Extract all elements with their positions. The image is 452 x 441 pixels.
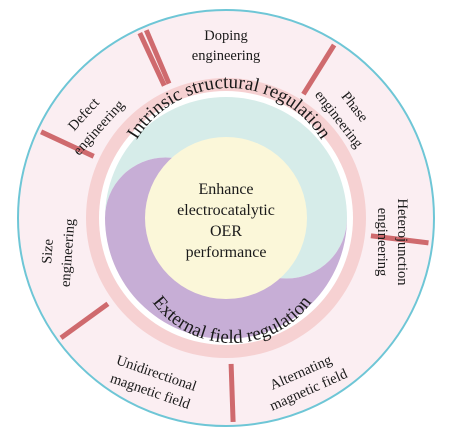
separator-bar xyxy=(137,32,167,87)
separator-bar xyxy=(40,129,95,159)
separator-bar xyxy=(143,29,172,85)
segment-label-line: Size xyxy=(39,238,57,264)
segment-separators xyxy=(40,29,429,422)
segment-label-line: engineering xyxy=(374,208,390,276)
separator-bar xyxy=(228,363,236,422)
center-line-4: performance xyxy=(186,244,267,261)
center-line-1: Enhance xyxy=(198,181,253,198)
segment-heterojunction: Heterojunction engineering xyxy=(374,199,410,287)
center-circle xyxy=(145,137,307,299)
center-line-3: OER xyxy=(210,223,242,240)
segment-label-line: engineering xyxy=(58,218,79,287)
segment-label-line: Doping xyxy=(204,28,248,44)
segment-label-line: engineering xyxy=(192,48,260,64)
segment-doping: Doping engineering xyxy=(192,28,260,64)
center-line-2: electrocatalytic xyxy=(177,202,275,219)
separator-bar xyxy=(370,233,429,246)
separator-bar xyxy=(301,43,337,96)
segment-label-line: Heterojunction xyxy=(394,199,410,287)
segment-size: Size engineering xyxy=(39,218,79,287)
separator-bar xyxy=(59,301,110,340)
